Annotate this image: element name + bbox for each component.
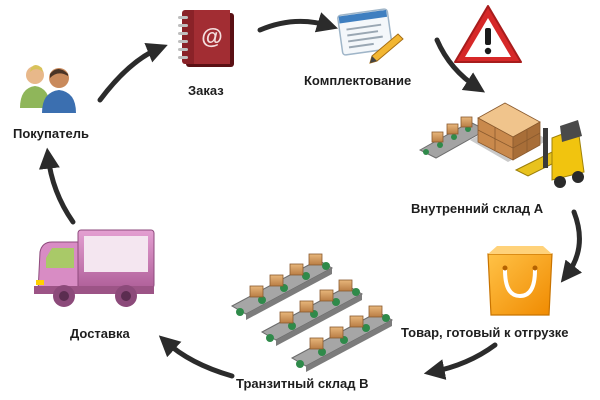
node-label-buyer: Покупатель [13, 126, 89, 141]
node-label-delivery: Доставка [70, 326, 130, 341]
node-label-ready: Товар, готовый к отгрузке [401, 325, 569, 340]
conveyor-belt [230, 253, 334, 320]
conveyor-belt [290, 305, 394, 372]
shopping-bag-icon [487, 246, 553, 316]
conveyor-belt [260, 279, 364, 346]
document-edit-icon [337, 8, 404, 64]
node-label-order: Заказ [188, 83, 224, 98]
people-icon [20, 65, 76, 113]
conveyor-belts-icon [230, 253, 394, 372]
warehouse-forklift-icon [418, 102, 585, 188]
svg-text:@: @ [201, 24, 222, 49]
node-label-transit-b: Транзитный склад В [236, 376, 369, 391]
delivery-truck-icon [34, 229, 155, 307]
warning-icon [454, 5, 522, 63]
arrow-delivery-to-buyer [38, 147, 76, 225]
node-label-picking: Комплектование [304, 73, 412, 88]
node-label-warehouse-a: Внутренний склад А [411, 201, 544, 216]
arrow-picking-to-warning [434, 37, 486, 93]
arrow-order-to-picking [257, 12, 339, 33]
arrow-transit-to-delivery [158, 335, 235, 379]
arrow-ready-to-transit [423, 342, 498, 380]
flow-arrows [38, 12, 583, 380]
arrow-buyer-to-order [97, 42, 168, 103]
address-book-icon: @ [178, 10, 234, 67]
arrow-warehouse-to-ready [560, 209, 583, 283]
